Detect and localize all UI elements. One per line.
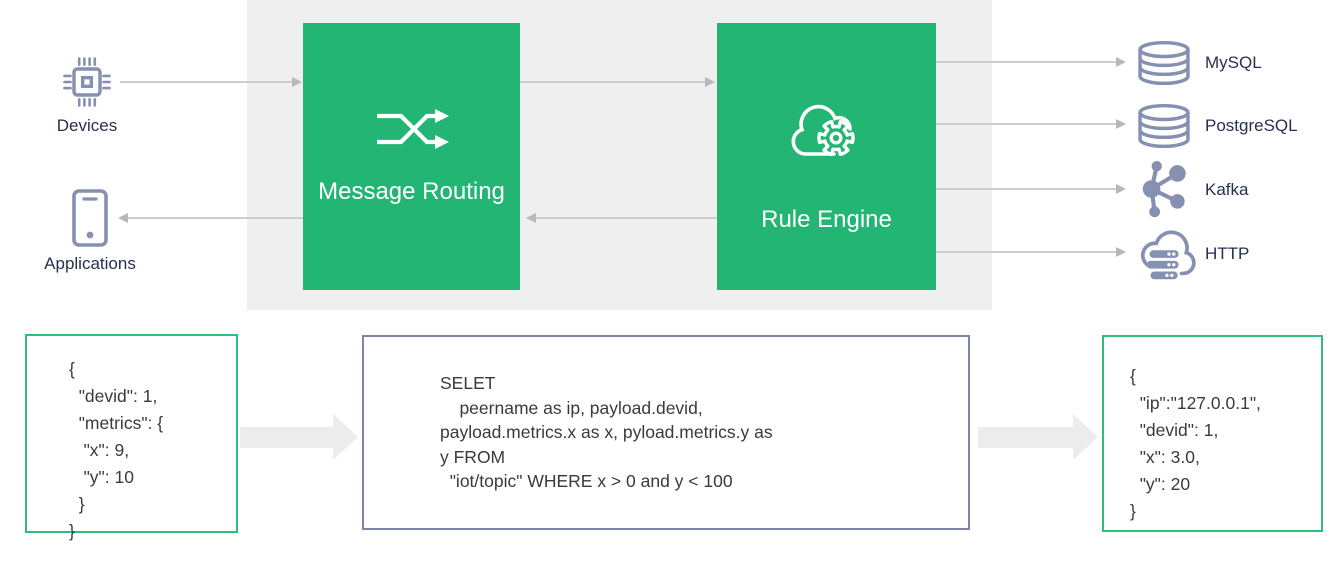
arrowhead-into-routing-return <box>526 213 536 223</box>
output-block-arrow <box>978 427 1073 448</box>
cloud-server-icon <box>1136 226 1198 286</box>
sql-box: SELET peername as ip, payload.devid, pay… <box>362 335 970 530</box>
flow-line-routing-to-applications <box>128 217 303 219</box>
postgresql-label: PostgreSQL <box>1205 116 1298 135</box>
kafka-nodes-icon <box>1136 160 1194 218</box>
input-json-code: { "devid": 1, "metrics": { "x": 9, "y": … <box>69 359 164 541</box>
flow-line-routing-to-engine <box>520 81 711 83</box>
mysql-label: MySQL <box>1205 53 1262 72</box>
arrowhead-into-postgresql <box>1116 119 1126 129</box>
message-routing-label: Message Routing <box>318 178 505 205</box>
sql-code: SELET peername as ip, payload.devid, pay… <box>440 373 773 491</box>
http-label: HTTP <box>1205 244 1250 263</box>
devices-label: Devices <box>56 116 118 135</box>
input-block-arrowhead <box>333 414 358 460</box>
applications-label: Applications <box>44 254 136 273</box>
output-json-box: { "ip":"127.0.0.1", "devid": 1, "x": 3.0… <box>1102 335 1323 532</box>
flow-line-to-mysql <box>936 61 1118 63</box>
flow-line-devices-to-routing <box>120 81 298 83</box>
smartphone-icon <box>70 188 110 248</box>
database-icon <box>1136 103 1192 149</box>
flow-line-engine-to-routing <box>536 217 717 219</box>
input-block-arrow <box>240 427 333 448</box>
shuffle-icon <box>371 98 453 160</box>
flow-line-to-postgresql <box>936 123 1118 125</box>
arrowhead-into-engine <box>705 77 715 87</box>
flow-line-to-kafka <box>936 188 1118 190</box>
arrowhead-into-applications <box>118 213 128 223</box>
input-json-box: { "devid": 1, "metrics": { "x": 9, "y": … <box>25 334 238 541</box>
arrowhead-into-mysql <box>1116 57 1126 67</box>
flow-line-to-http <box>936 251 1118 253</box>
arrowhead-into-http <box>1116 247 1126 257</box>
output-json-code: { "ip":"127.0.0.1", "devid": 1, "x": 3.0… <box>1130 366 1261 521</box>
arrowhead-into-kafka <box>1116 184 1126 194</box>
rule-engine-node: Rule Engine <box>717 23 936 290</box>
message-routing-node: Message Routing <box>303 23 520 290</box>
chip-icon <box>61 55 113 109</box>
rule-engine-label: Rule Engine <box>761 206 892 233</box>
cloud-gear-icon <box>788 100 866 166</box>
arrowhead-into-routing <box>292 77 302 87</box>
database-icon <box>1136 40 1192 86</box>
kafka-label: Kafka <box>1205 180 1249 199</box>
output-block-arrowhead <box>1073 414 1098 460</box>
